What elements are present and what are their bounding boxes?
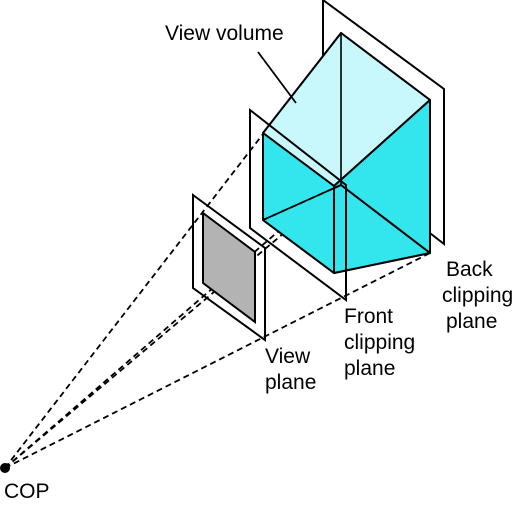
- front-clipping-plane-label-line2: clipping: [344, 331, 416, 354]
- view-volume-front-face: [262, 132, 335, 274]
- cop-point: [0, 463, 10, 473]
- front-clipping-plane-label-line3: plane: [344, 357, 396, 380]
- view-volume-label: View volume: [165, 22, 284, 45]
- back-clipping-plane-label-line2: clipping: [442, 284, 512, 307]
- projector-bottom-left: [4, 184, 342, 469]
- view-plane-window: [202, 211, 256, 324]
- projector-top-left: [4, 32, 342, 469]
- front-clipping-plane: [249, 107, 347, 302]
- projector-front-segment-1: [262, 184, 342, 221]
- view-volume-leader: [257, 51, 297, 104]
- front-clipping-plane-label-line1: Front: [344, 305, 394, 328]
- back-clipping-plane-label-line1: Back: [446, 258, 493, 281]
- view-plane: [192, 193, 266, 342]
- view-plane-label-line1: View: [265, 345, 311, 368]
- projector-front-segment-2: [262, 32, 342, 134]
- back-clipping-plane-label-line3: plane: [446, 310, 498, 333]
- view-volume-inner-edge-3: [340, 184, 431, 254]
- view-plane-label-line2: plane: [265, 371, 317, 394]
- cop-label: COP: [4, 480, 50, 503]
